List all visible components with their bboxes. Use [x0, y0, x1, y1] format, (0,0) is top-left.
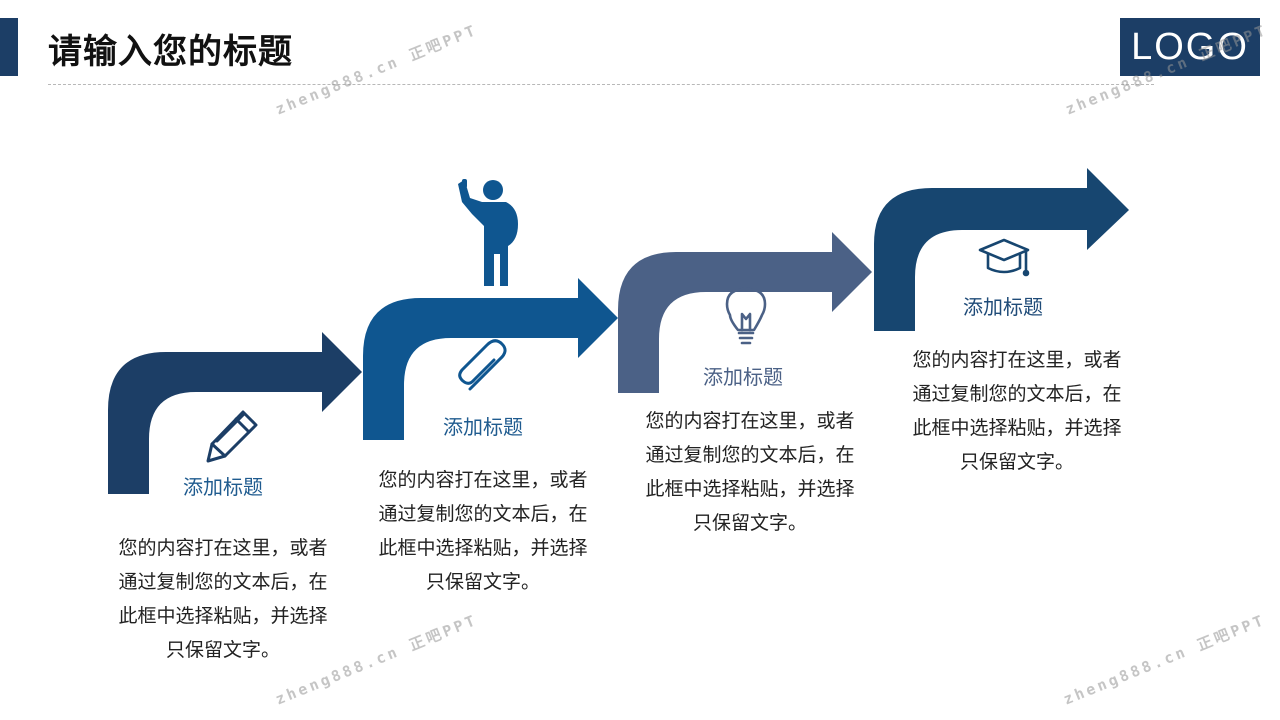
logo: LOGO	[1120, 18, 1260, 76]
step-1-line-3: 此框中选择粘贴，并选择	[118, 605, 328, 627]
step-3-line-2: 通过复制您的文本后，在	[645, 444, 855, 466]
step-1-arrow	[108, 332, 362, 494]
step-3-line-4: 只保留文字。	[692, 512, 807, 534]
header-accent-bar	[0, 18, 18, 76]
step-1-heading: 添加标题	[183, 475, 263, 499]
step-1-description: 您的内容打在这里，或者 通过复制您的文本后，在 此框中选择粘贴，并选择 只保留文…	[105, 531, 341, 667]
step-2-description: 您的内容打在这里，或者 通过复制您的文本后，在 此框中选择粘贴，并选择 只保留文…	[365, 463, 601, 599]
step-4-description: 您的内容打在这里，或者 通过复制您的文本后，在 此框中选择粘贴，并选择 只保留文…	[899, 343, 1135, 479]
page-title: 请输入您的标题	[48, 32, 293, 72]
step-3-heading: 添加标题	[703, 365, 783, 389]
step-3-description: 您的内容打在这里，或者 通过复制您的文本后，在 此框中选择粘贴，并选择 只保留文…	[632, 404, 868, 540]
step-4-line-3: 此框中选择粘贴，并选择	[912, 417, 1122, 439]
step-2-line-3: 此框中选择粘贴，并选择	[378, 537, 588, 559]
person-figure-icon	[458, 179, 518, 286]
logo-text: LOGO	[1131, 25, 1249, 68]
step-3-arrow	[618, 232, 872, 393]
pencil-icon	[206, 410, 258, 463]
paperclip-icon	[458, 339, 507, 391]
step-2-line-1: 您的内容打在这里，或者	[378, 469, 588, 491]
step-4-line-2: 通过复制您的文本后，在	[912, 383, 1122, 405]
step-4-arrow	[874, 168, 1129, 331]
step-2-line-4: 只保留文字。	[425, 571, 540, 593]
step-4-line-1: 您的内容打在这里，或者	[912, 349, 1122, 371]
title-divider	[48, 84, 1154, 85]
step-1-line-4: 只保留文字。	[165, 639, 280, 661]
step-2-arrow	[363, 278, 618, 440]
step-1-line-2: 通过复制您的文本后，在	[118, 571, 328, 593]
lightbulb-icon	[725, 287, 767, 345]
step-4-line-4: 只保留文字。	[959, 451, 1074, 473]
step-2-line-2: 通过复制您的文本后，在	[378, 503, 588, 525]
graduation-cap-icon	[978, 238, 1030, 277]
step-3-line-3: 此框中选择粘贴，并选择	[645, 478, 855, 500]
step-2-heading: 添加标题	[443, 415, 523, 439]
step-1-line-1: 您的内容打在这里，或者	[118, 537, 328, 559]
step-3-line-1: 您的内容打在这里，或者	[645, 410, 855, 432]
step-4-heading: 添加标题	[963, 295, 1043, 319]
